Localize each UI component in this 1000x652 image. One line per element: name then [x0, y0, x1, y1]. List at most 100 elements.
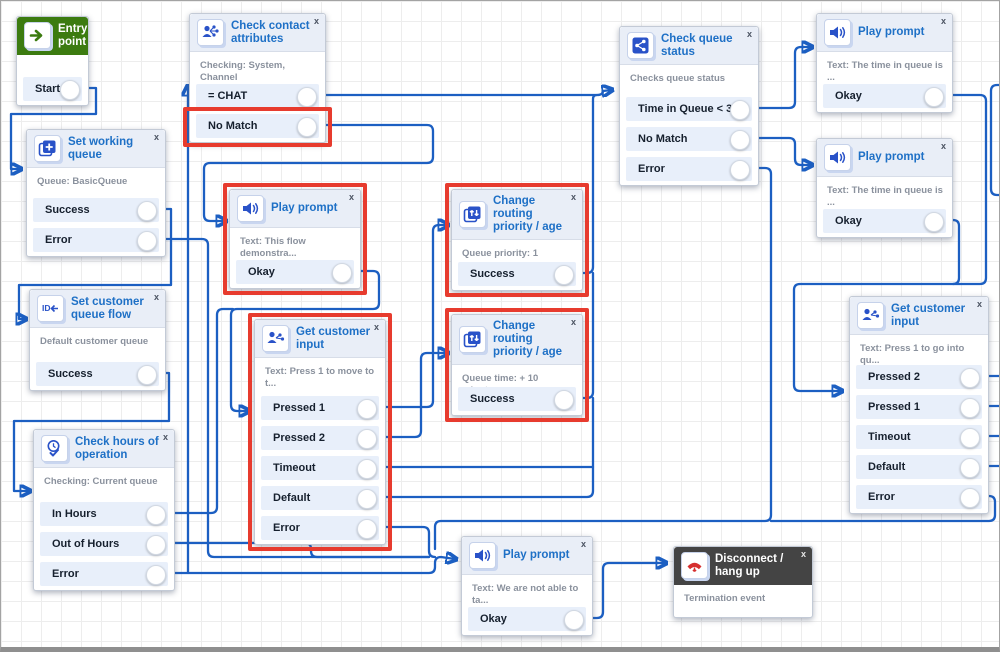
output-okay[interactable]: Okay	[468, 607, 586, 631]
output-error[interactable]: Error	[261, 516, 379, 540]
block-header[interactable]: Play prompt	[230, 190, 360, 228]
close-icon[interactable]: x	[800, 549, 806, 559]
output-port[interactable]	[60, 80, 80, 100]
output-port[interactable]	[357, 399, 377, 419]
block-header[interactable]: Change routing priority / age	[452, 190, 582, 240]
output-port[interactable]	[332, 263, 352, 283]
output-port[interactable]	[554, 390, 574, 410]
output-error[interactable]: Error	[856, 485, 982, 509]
output-port[interactable]	[137, 365, 157, 385]
block-header[interactable]: Set working queue	[27, 130, 165, 168]
output-port[interactable]	[357, 429, 377, 449]
output-default[interactable]: Default	[261, 486, 379, 510]
output-port[interactable]	[146, 505, 166, 525]
output-port[interactable]	[137, 201, 157, 221]
close-icon[interactable]: x	[570, 192, 576, 202]
close-icon[interactable]: x	[153, 132, 159, 142]
output-port[interactable]	[357, 489, 377, 509]
output-error[interactable]: Error	[33, 228, 159, 252]
output-port[interactable]	[960, 428, 980, 448]
output-port[interactable]	[960, 368, 980, 388]
output-chat[interactable]: = CHAT	[196, 84, 319, 108]
block-header[interactable]: Play prompt	[817, 14, 952, 52]
close-icon[interactable]: x	[313, 16, 319, 26]
close-icon[interactable]: x	[746, 29, 752, 39]
output-okay[interactable]: Okay	[823, 84, 946, 108]
output-port[interactable]	[357, 459, 377, 479]
output-pressed-1[interactable]: Pressed 1	[856, 395, 982, 419]
output-port[interactable]	[924, 87, 944, 107]
output-out-of-hours[interactable]: Out of Hours	[40, 532, 168, 556]
close-icon[interactable]: x	[570, 317, 576, 327]
block-header[interactable]: Check contact attributes	[190, 14, 325, 52]
output-timeout[interactable]: Timeout	[261, 456, 379, 480]
close-icon[interactable]: x	[373, 322, 379, 332]
output-success[interactable]: Success	[36, 362, 159, 386]
close-icon[interactable]: x	[348, 192, 354, 202]
output-in-hours[interactable]: In Hours	[40, 502, 168, 526]
output-port[interactable]	[564, 610, 584, 630]
output-time-in-queue-300[interactable]: Time in Queue < 300	[626, 97, 752, 121]
block-header[interactable]: Play prompt	[462, 537, 592, 575]
block-header[interactable]: Play prompt	[817, 139, 952, 177]
close-icon[interactable]: x	[940, 16, 946, 26]
output-success[interactable]: Success	[33, 198, 159, 222]
output-success[interactable]: Success	[458, 262, 576, 286]
close-icon[interactable]: x	[153, 292, 159, 302]
output-error[interactable]: Error	[40, 562, 168, 586]
output-port[interactable]	[730, 160, 750, 180]
output-okay[interactable]: Okay	[236, 260, 354, 284]
output-port[interactable]	[146, 565, 166, 585]
output-port[interactable]	[960, 458, 980, 478]
block-header[interactable]: Check queue status	[620, 27, 758, 65]
block-header[interactable]: Disconnect / hang up	[674, 547, 812, 585]
output-timeout[interactable]: Timeout	[856, 425, 982, 449]
output-port[interactable]	[297, 87, 317, 107]
output-no-match[interactable]: No Match	[626, 127, 752, 151]
block-header[interactable]: Check hours of operation	[34, 430, 174, 468]
output-default[interactable]: Default	[856, 455, 982, 479]
output-start[interactable]: Start	[23, 77, 82, 101]
output-port[interactable]	[146, 535, 166, 555]
output-port[interactable]	[137, 231, 157, 251]
block-header[interactable]: Get customer input	[255, 320, 385, 358]
block-header[interactable]: Get customer input	[850, 297, 988, 335]
close-icon[interactable]: x	[976, 299, 982, 309]
output-port[interactable]	[297, 117, 317, 137]
output-port[interactable]	[960, 488, 980, 508]
block-header[interactable]: Entry point	[17, 17, 88, 55]
output-port[interactable]	[730, 100, 750, 120]
output-success[interactable]: Success	[458, 387, 576, 411]
block-header[interactable]: Change routing priority / age	[452, 315, 582, 365]
output-port[interactable]	[960, 398, 980, 418]
close-icon[interactable]: x	[580, 539, 586, 549]
close-icon[interactable]: x	[162, 432, 168, 442]
output-okay[interactable]: Okay	[823, 209, 946, 233]
close-icon[interactable]: x	[940, 141, 946, 151]
output-pressed-2[interactable]: Pressed 2	[261, 426, 379, 450]
output-port[interactable]	[554, 265, 574, 285]
output-no-match[interactable]: No Match	[196, 114, 319, 138]
output-pressed-1[interactable]: Pressed 1	[261, 396, 379, 420]
output-error[interactable]: Error	[626, 157, 752, 181]
output-port[interactable]	[730, 130, 750, 150]
output-port[interactable]	[357, 519, 377, 539]
output-pressed-2[interactable]: Pressed 2	[856, 365, 982, 389]
output-port[interactable]	[924, 212, 944, 232]
